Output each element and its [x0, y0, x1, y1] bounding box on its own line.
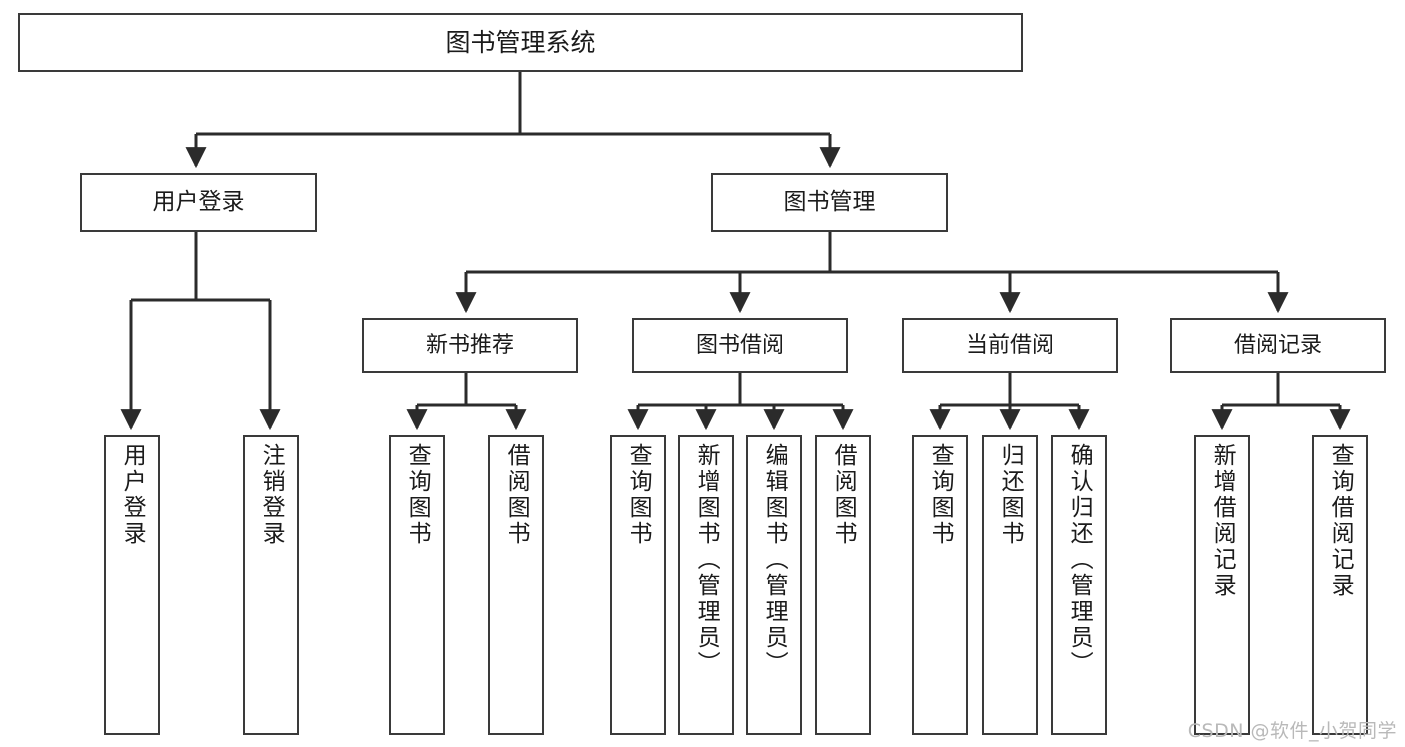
node-book-manage-label: 图书管理	[783, 188, 876, 215]
node-leaf-query-book-1-label: 查询图书	[404, 443, 431, 547]
node-borrow-record-label: 借阅记录	[1233, 332, 1322, 358]
node-leaf-confirm-return-label: 确认归还（管理员）	[1066, 443, 1093, 677]
node-leaf-add-book[interactable]: 新增图书（管理员）	[678, 435, 734, 735]
node-leaf-query-record[interactable]: 查询借阅记录	[1312, 435, 1368, 735]
node-current-borrow[interactable]: 当前借阅	[902, 318, 1118, 373]
node-leaf-query-book-2-label: 查询图书	[625, 443, 652, 547]
node-borrow-record[interactable]: 借阅记录	[1170, 318, 1386, 373]
node-leaf-borrow-book-1-label: 借阅图书	[503, 443, 530, 547]
node-current-borrow-label: 当前借阅	[965, 332, 1054, 358]
node-leaf-add-record-label: 新增借阅记录	[1209, 443, 1236, 599]
node-leaf-user-login[interactable]: 用户登录	[104, 435, 160, 735]
node-leaf-return-book[interactable]: 归还图书	[982, 435, 1038, 735]
node-leaf-user-login-label: 用户登录	[119, 443, 146, 547]
node-leaf-add-record[interactable]: 新增借阅记录	[1194, 435, 1250, 735]
node-leaf-confirm-return[interactable]: 确认归还（管理员）	[1051, 435, 1107, 735]
node-leaf-user-logout[interactable]: 注销登录	[243, 435, 299, 735]
node-leaf-query-book-1[interactable]: 查询图书	[389, 435, 445, 735]
node-leaf-query-book-3[interactable]: 查询图书	[912, 435, 968, 735]
node-leaf-edit-book[interactable]: 编辑图书（管理员）	[746, 435, 802, 735]
node-book-borrow[interactable]: 图书借阅	[632, 318, 848, 373]
node-leaf-query-book-3-label: 查询图书	[927, 443, 954, 547]
node-leaf-borrow-book-2-label: 借阅图书	[830, 443, 857, 547]
node-leaf-user-logout-label: 注销登录	[258, 443, 285, 547]
node-new-book-recommend-label: 新书推荐	[425, 332, 514, 358]
node-leaf-borrow-book-2[interactable]: 借阅图书	[815, 435, 871, 735]
node-user-login[interactable]: 用户登录	[80, 173, 317, 232]
node-book-manage[interactable]: 图书管理	[711, 173, 948, 232]
node-leaf-return-book-label: 归还图书	[997, 443, 1024, 547]
node-leaf-add-book-label: 新增图书（管理员）	[693, 443, 720, 677]
node-book-borrow-label: 图书借阅	[695, 332, 784, 358]
node-new-book-recommend[interactable]: 新书推荐	[362, 318, 578, 373]
node-leaf-borrow-book-1[interactable]: 借阅图书	[488, 435, 544, 735]
node-leaf-query-record-label: 查询借阅记录	[1327, 443, 1354, 599]
node-root-label: 图书管理系统	[445, 27, 596, 57]
node-leaf-query-book-2[interactable]: 查询图书	[610, 435, 666, 735]
node-user-login-label: 用户登录	[152, 188, 245, 215]
watermark: CSDN @软件_小贺同学	[1187, 720, 1397, 742]
node-root[interactable]: 图书管理系统	[18, 13, 1023, 72]
node-leaf-edit-book-label: 编辑图书（管理员）	[761, 443, 788, 677]
